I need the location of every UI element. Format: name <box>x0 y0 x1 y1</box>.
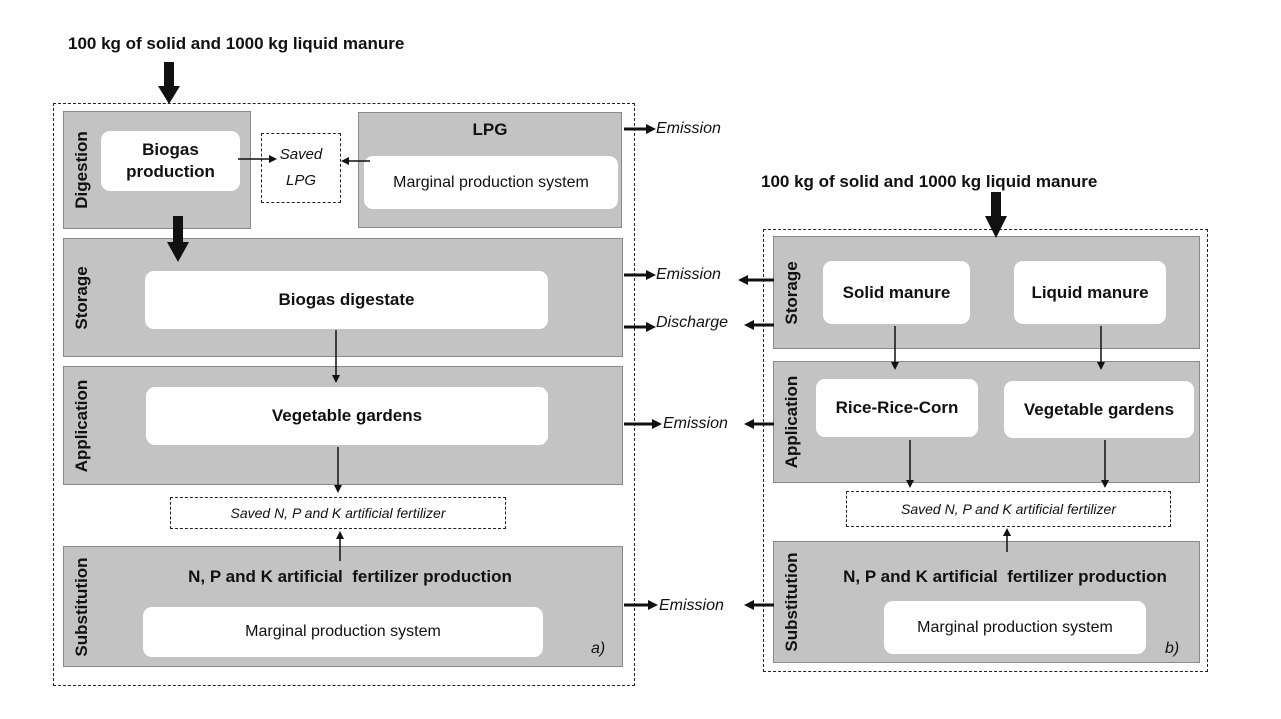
emission-label-storage: Emission <box>656 266 721 283</box>
emission-label-lpg: Emission <box>656 120 721 137</box>
saved-fertilizer-box-left: Saved N, P and K artificial fertilizer <box>170 497 506 529</box>
biogas-production-box: Biogas production <box>101 131 240 191</box>
fertilizer-marginal-production-box-right: Marginal production system <box>884 601 1146 654</box>
saved-lpg-line1: Saved <box>279 146 323 163</box>
fertilizer-marginal-production-box-left: Marginal production system <box>143 607 543 657</box>
saved-fertilizer-box-right: Saved N, P and K artificial fertilizer <box>846 491 1171 527</box>
emission-arrow-application-right <box>744 419 774 429</box>
right-input-arrow <box>985 192 1007 238</box>
emission-arrow-application-left <box>624 419 662 429</box>
saved-lpg-box: Saved LPG <box>261 133 341 203</box>
emission-arrow-substitution-left <box>624 600 658 610</box>
panel-letter-a: a) <box>591 640 606 657</box>
rice-rice-corn-box: Rice-Rice-Corn <box>816 379 978 437</box>
emission-arrow-substitution-right <box>744 600 774 610</box>
right-system-boundary <box>763 229 1208 672</box>
left-input-title: 100 kg of solid and 1000 kg liquid manur… <box>68 34 405 53</box>
saved-lpg-line2: LPG <box>285 172 316 189</box>
left-input-arrow <box>158 62 180 104</box>
left-system-boundary <box>53 103 635 686</box>
solid-manure-box: Solid manure <box>823 261 970 324</box>
fertilizer-production-title-left: N, P and K artificial fertilizer product… <box>188 567 512 586</box>
lpg-title: LPG <box>472 120 508 139</box>
fertilizer-production-title-right: N, P and K artificial fertilizer product… <box>843 567 1167 586</box>
emission-arrow-lpg <box>624 124 656 134</box>
emission-arrow-storage-left <box>624 270 656 280</box>
right-input-title: 100 kg of solid and 1000 kg liquid manur… <box>761 172 1098 191</box>
vegetable-gardens-box-right: Vegetable gardens <box>1004 381 1194 438</box>
digestion-to-storage-arrow <box>167 216 189 262</box>
emission-label-application: Emission <box>663 415 728 432</box>
vegetable-gardens-box-left: Vegetable gardens <box>146 387 548 445</box>
discharge-arrow-storage-right <box>744 320 774 330</box>
discharge-label-storage: Discharge <box>656 314 729 331</box>
lpg-marginal-production-box: Marginal production system <box>364 156 618 209</box>
biogas-production-line1: Biogas <box>142 140 199 159</box>
biogas-production-line2: production <box>126 162 215 181</box>
emission-label-substitution: Emission <box>659 597 724 614</box>
panel-letter-b: b) <box>1165 640 1180 657</box>
biogas-digestate-box: Biogas digestate <box>145 271 548 329</box>
discharge-arrow-storage-left <box>624 322 656 332</box>
liquid-manure-box: Liquid manure <box>1014 261 1166 324</box>
emission-arrow-storage-right <box>738 275 774 285</box>
